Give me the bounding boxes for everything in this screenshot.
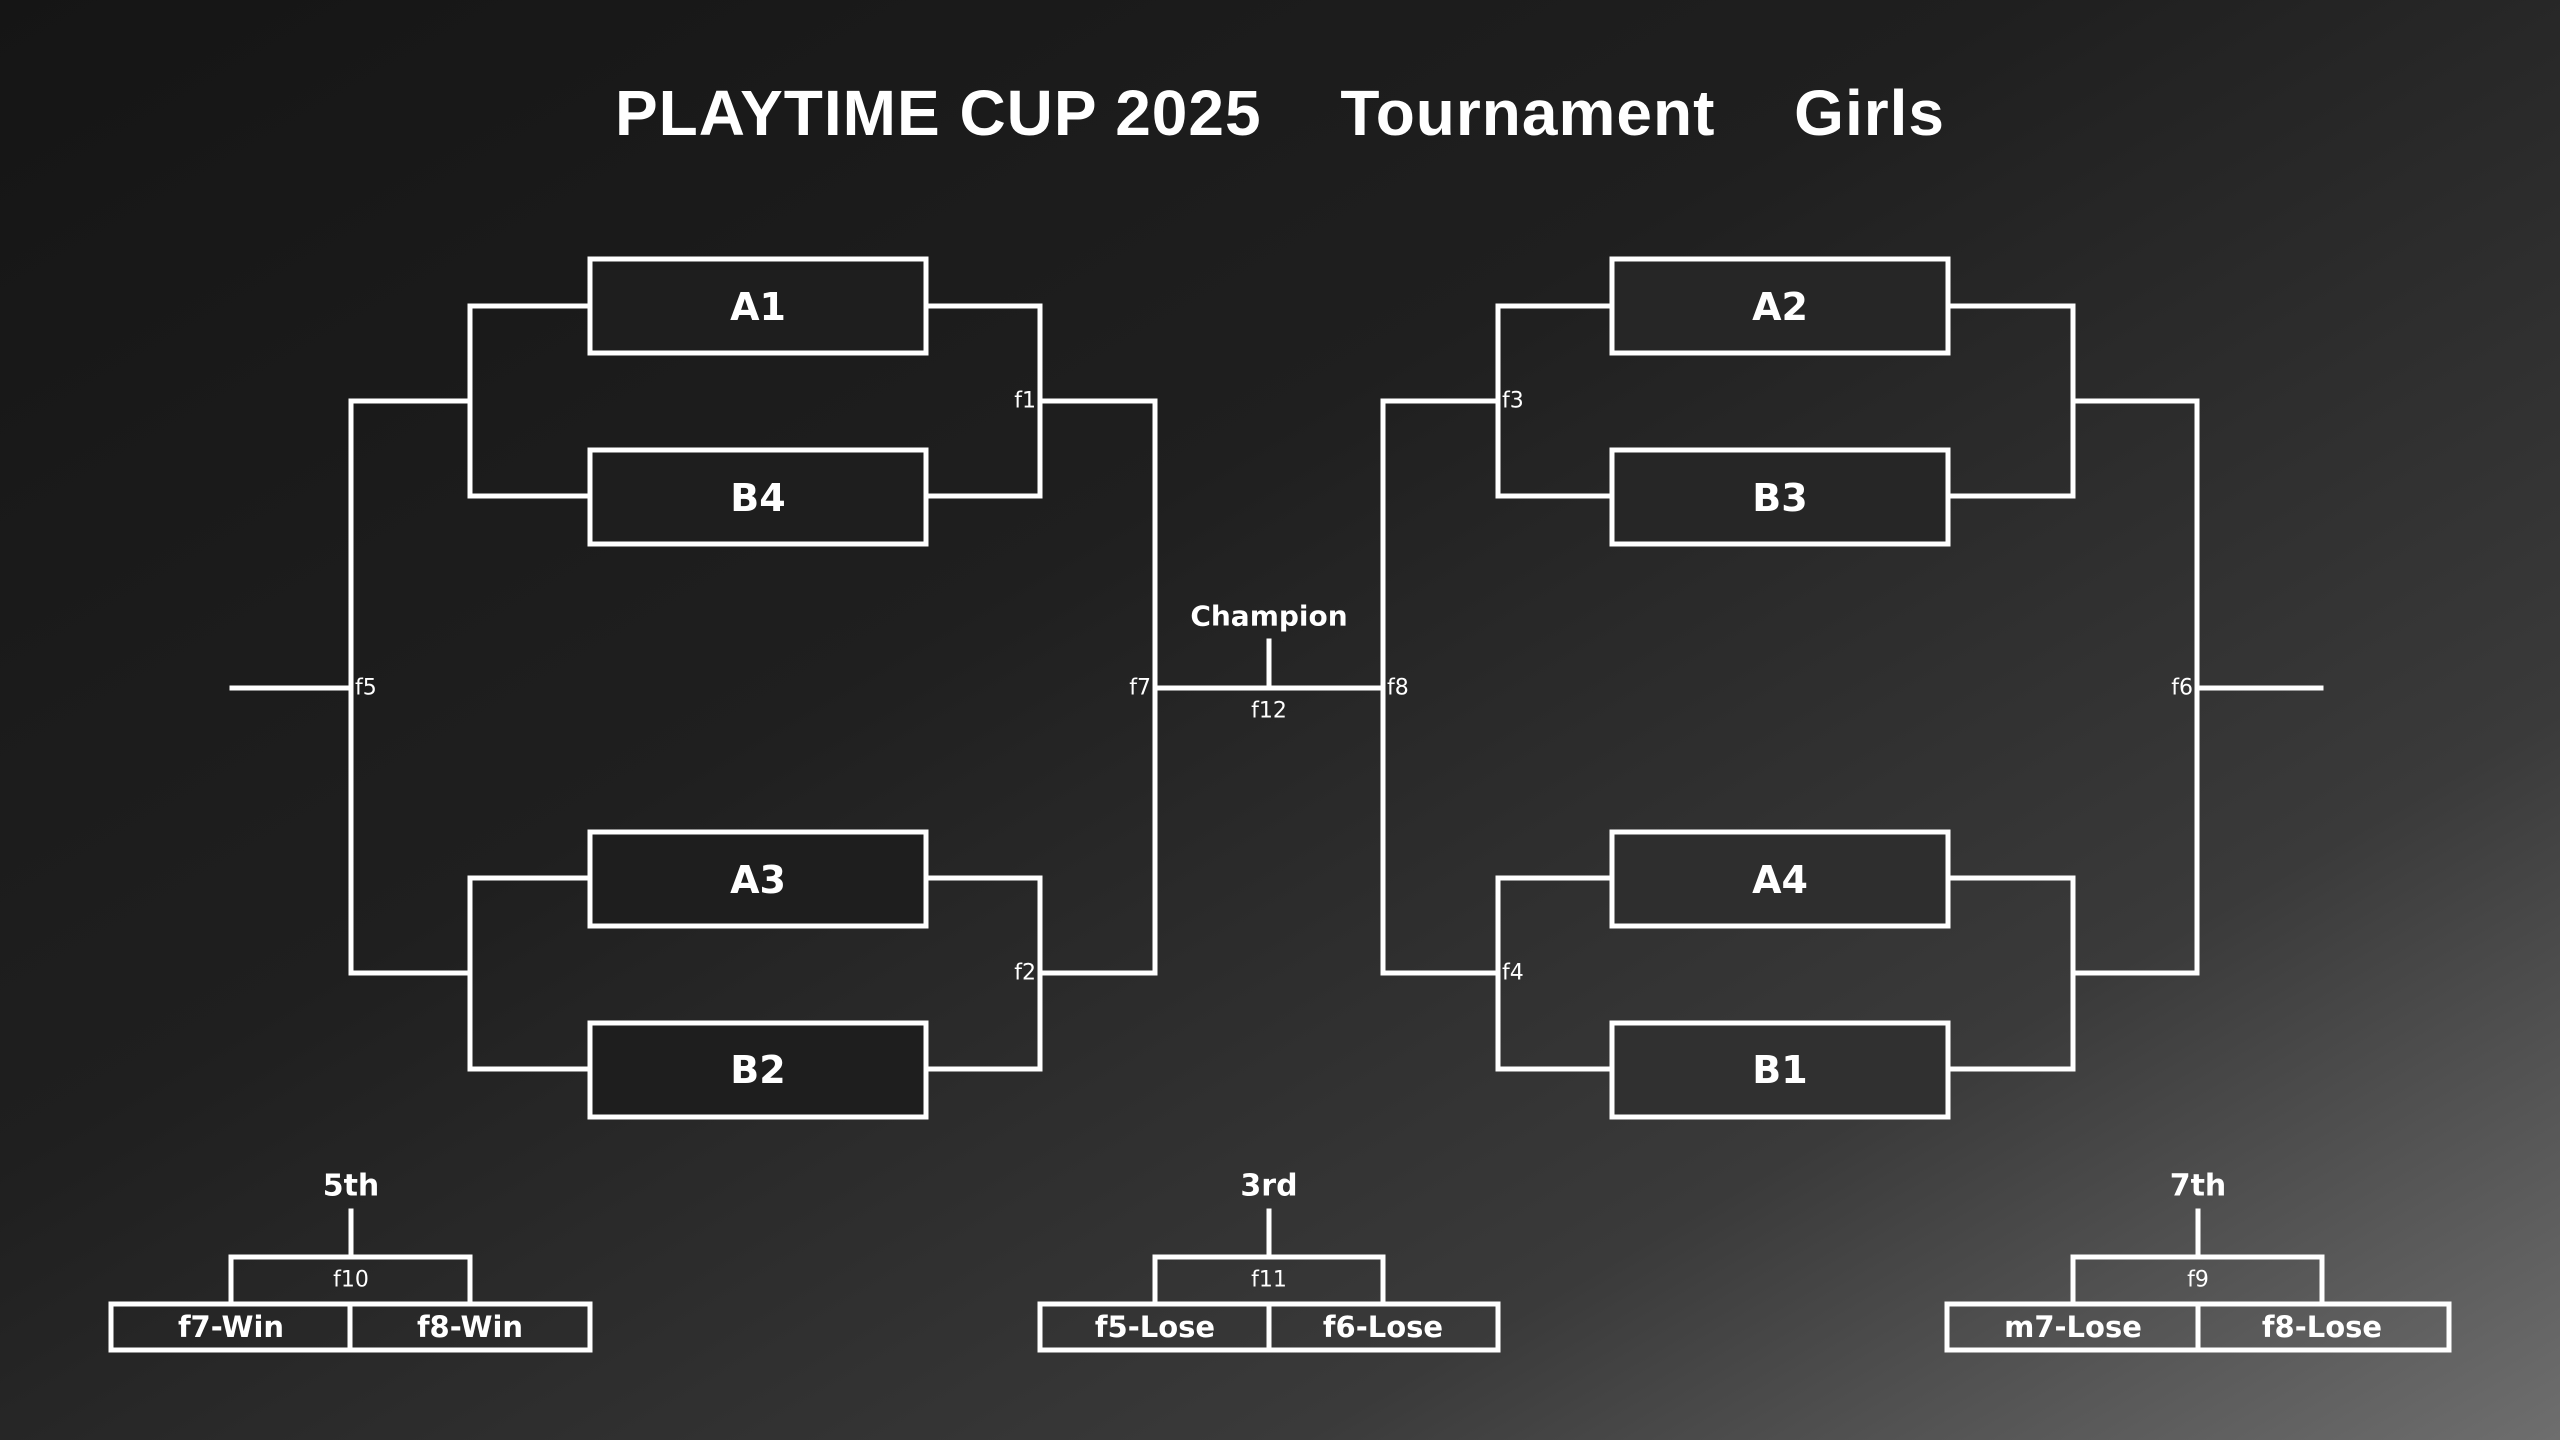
match-f5: f5 — [355, 676, 377, 701]
match-f3: f3 — [1502, 389, 1524, 414]
seed-b3: B3 — [1752, 476, 1807, 520]
seed-b2: B2 — [730, 1048, 785, 1092]
match-f12: f12 — [1251, 699, 1287, 724]
connector-a4-b1-outer — [1945, 875, 2076, 1072]
bracket-lines — [108, 256, 2452, 1353]
match-f4: f4 — [1502, 961, 1524, 986]
seed-b1: B1 — [1752, 1048, 1807, 1092]
connector-a1-b4-outer — [467, 303, 593, 499]
slot-f8-lose: f8-Lose — [2262, 1310, 2382, 1344]
connector-f9 — [2070, 1254, 2325, 1307]
event-name: PLAYTIME CUP 2025 — [614, 77, 1262, 149]
match-f11: f11 — [1251, 1268, 1287, 1293]
seed-a2: A2 — [1752, 285, 1808, 329]
placement-headings: Champion 5th 3rd 7th — [323, 600, 2227, 1204]
connector-f11 — [1152, 1254, 1386, 1307]
place-3rd-label: 3rd — [1240, 1169, 1297, 1204]
seed-a4: A4 — [1752, 858, 1808, 902]
place-7th-label: 7th — [2170, 1169, 2227, 1204]
seed-box-b3 — [1609, 447, 1951, 547]
seed-a3: A3 — [730, 858, 786, 902]
match-f7: f7 — [1129, 676, 1151, 701]
seed-box-a2 — [1609, 256, 1951, 356]
slot-labels: f7-Win f8-Win f5-Lose f6-Lose m7-Lose f8… — [178, 1310, 2382, 1344]
match-f10: f10 — [333, 1268, 369, 1293]
slot-f8-win: f8-Win — [417, 1310, 523, 1344]
champion-label: Champion — [1190, 600, 1347, 633]
match-labels: f1 f2 f3 f4 f5 f6 f7 f8 f12 f10 f11 f9 — [333, 389, 2209, 1293]
page-title: PLAYTIME CUP 2025 Tournament Girls — [0, 76, 2560, 150]
connector-a3-b2-outer — [467, 875, 593, 1072]
match-f8: f8 — [1387, 676, 1409, 701]
match-f6: f6 — [2171, 676, 2193, 701]
slot-box-f6-lose — [1266, 1301, 1501, 1353]
seed-labels: A1 B4 A3 B2 A2 B3 A4 B1 — [730, 285, 1808, 1092]
tournament-type: Tournament — [1340, 77, 1716, 149]
division-label: Girls — [1794, 77, 1946, 149]
slot-f5-lose: f5-Lose — [1095, 1310, 1215, 1344]
seed-box-b2 — [587, 1020, 929, 1120]
seed-b4: B4 — [730, 476, 785, 520]
match-f1: f1 — [1014, 389, 1036, 414]
slot-f7-win: f7-Win — [178, 1310, 284, 1344]
slot-f6-lose: f6-Lose — [1323, 1310, 1443, 1344]
slot-box-f8-lose — [2195, 1301, 2452, 1353]
seed-box-a3 — [587, 829, 929, 929]
connector-a2-b3-outer — [1945, 303, 2076, 499]
connector-f10 — [228, 1254, 473, 1307]
connector-f8 — [1380, 398, 1501, 976]
match-f9: f9 — [2187, 1268, 2209, 1293]
seed-a1: A1 — [730, 285, 786, 329]
slot-box-f8-win — [347, 1301, 593, 1353]
seed-box-a4 — [1609, 829, 1951, 929]
match-f2: f2 — [1014, 961, 1036, 986]
place-5th-label: 5th — [323, 1169, 380, 1204]
slot-m7-lose: m7-Lose — [2004, 1310, 2142, 1344]
